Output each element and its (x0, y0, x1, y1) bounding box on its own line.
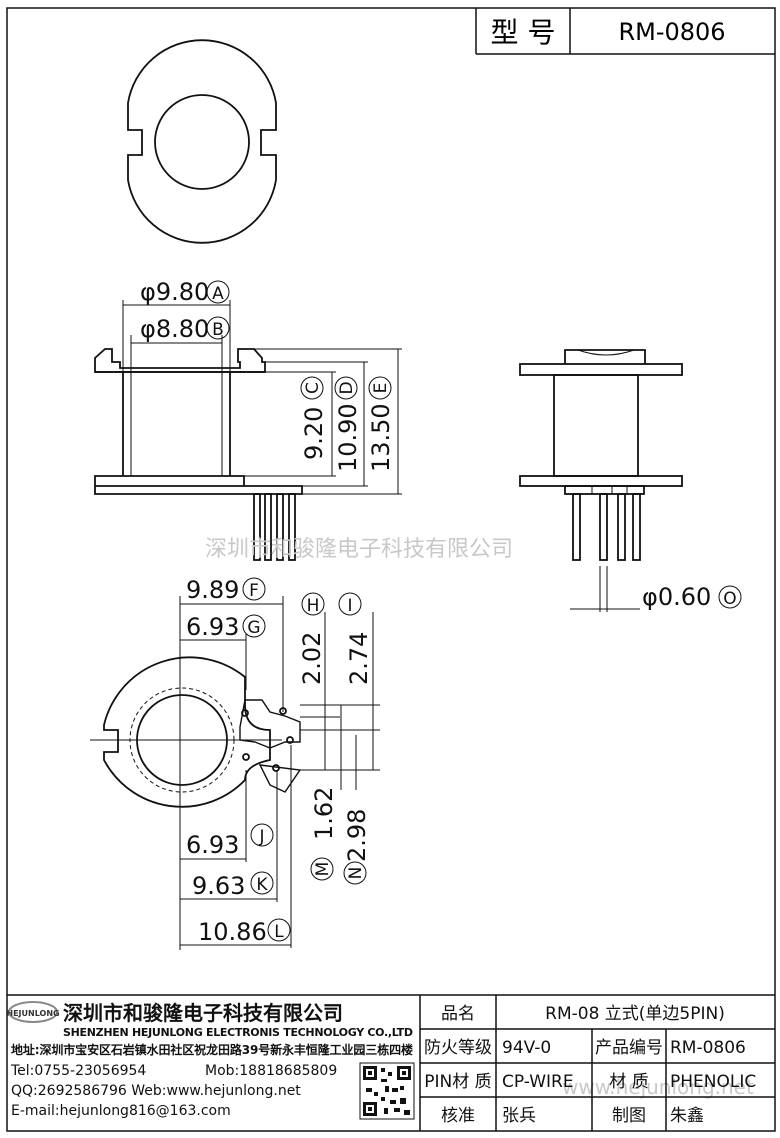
model-header: 型 号 RM-0806 (475, 8, 775, 55)
bottom-dim-labels: 9.89 F 6.93 G 2.02 H 2.74 I 6.93 J 9.63 … (186, 576, 373, 946)
marker-f: F (249, 581, 259, 601)
top-view (127, 39, 277, 244)
info-table-text: 品名 RM-08 立式(单边5PIN) 防火等级 94V-0 产品编号 RM-0… (424, 1004, 756, 1126)
draw-value: 朱鑫 (670, 1106, 704, 1126)
right-view (519, 349, 683, 561)
bottom-dims (179, 596, 380, 950)
bottom-view (90, 656, 302, 808)
dim-pin-dia: φ0.60 (642, 583, 711, 611)
dim-13-50: 13.50 (367, 403, 395, 472)
material-value: PHENOLIC (670, 1072, 756, 1092)
dim-10-90: 10.90 (334, 403, 362, 472)
marker-e: E (371, 383, 391, 394)
company-address: 地址:深圳市宝安区石岩镇水田社区祝龙田路39号新永丰恒隆工业园三栋四楼 (11, 1042, 413, 1057)
marker-d: D (337, 381, 357, 394)
pin-dim (570, 566, 640, 612)
marker-j: J (258, 827, 264, 847)
dim-2-74: 2.74 (345, 632, 373, 685)
company-email: E-mail:hejunlong816@163.com (11, 1103, 231, 1119)
side-dim-labels: φ9.80 A φ8.80 B 9.20 C 10.90 D 13.50 E (140, 278, 395, 472)
dim-9-20: 9.20 (300, 407, 328, 460)
marker-h: H (307, 596, 320, 616)
watermark-web: www.hejunlong.net (562, 1075, 754, 1099)
fire-label: 防火等级 (424, 1038, 492, 1058)
marker-n: N (346, 867, 366, 880)
title-block (7, 994, 775, 1131)
model-value: RM-0806 (618, 18, 725, 46)
company-mob: Mob:18818685809 (205, 1063, 337, 1079)
marker-o: O (723, 589, 736, 609)
marker-a: A (212, 284, 224, 304)
dim-9-63: 9.63 (192, 872, 245, 900)
company-tel: Tel:0755-23056954 (10, 1063, 146, 1079)
marker-g: G (247, 618, 260, 638)
marker-m: M (313, 862, 333, 877)
code-value: RM-0806 (670, 1038, 746, 1058)
model-label: 型 号 (491, 16, 556, 49)
code-label: 产品编号 (595, 1038, 663, 1058)
side-dims (122, 300, 402, 495)
dim-1-62: 1.62 (310, 787, 338, 840)
check-label: 核准 (441, 1106, 475, 1126)
draw-label: 制图 (612, 1106, 646, 1126)
dim-2-02: 2.02 (298, 632, 326, 685)
marker-i: I (347, 596, 352, 616)
company-name-cn: 深圳市和骏隆电子科技有限公司 (63, 1001, 343, 1025)
company-logo: HEJUNLONG (6, 1001, 60, 1023)
material-label: 材 质 (609, 1072, 648, 1092)
pin-material-label: PIN材 质 (424, 1072, 491, 1092)
marker-l: L (274, 922, 284, 942)
product-name-value: RM-08 立式(单边5PIN) (545, 1004, 725, 1024)
watermark-cn: 深圳市和骏隆电子科技有限公司 (205, 537, 513, 562)
marker-b: B (212, 320, 224, 340)
dim-d8-80: φ8.80 (140, 315, 209, 343)
dim-d9-80: φ9.80 (140, 278, 209, 306)
check-value: 张兵 (502, 1106, 536, 1126)
pin-material-value: CP-WIRE (502, 1072, 574, 1092)
product-name-label: 品名 (441, 1004, 475, 1024)
marker-c: C (303, 382, 323, 394)
dim-6-93-g: 6.93 (186, 613, 239, 641)
drawing-frame (6, 7, 776, 1132)
side-view (94, 348, 303, 561)
company-qq-web: QQ:2692586796 Web:www.hejunlong.net (11, 1083, 301, 1099)
fire-value: 94V-0 (502, 1038, 551, 1058)
company-name-en: SHENZHEN HEJUNLONG ELECTRONIS TECHNOLOGY… (63, 1026, 413, 1039)
marker-k: K (256, 875, 268, 895)
dim-9-89: 9.89 (186, 576, 239, 604)
qr-code (359, 1062, 415, 1120)
dim-2-98: 2.98 (343, 809, 371, 862)
dim-6-93-j: 6.93 (186, 831, 239, 859)
dim-10-86: 10.86 (198, 918, 267, 946)
logo-text: HEJUNLONG (6, 1009, 59, 1018)
